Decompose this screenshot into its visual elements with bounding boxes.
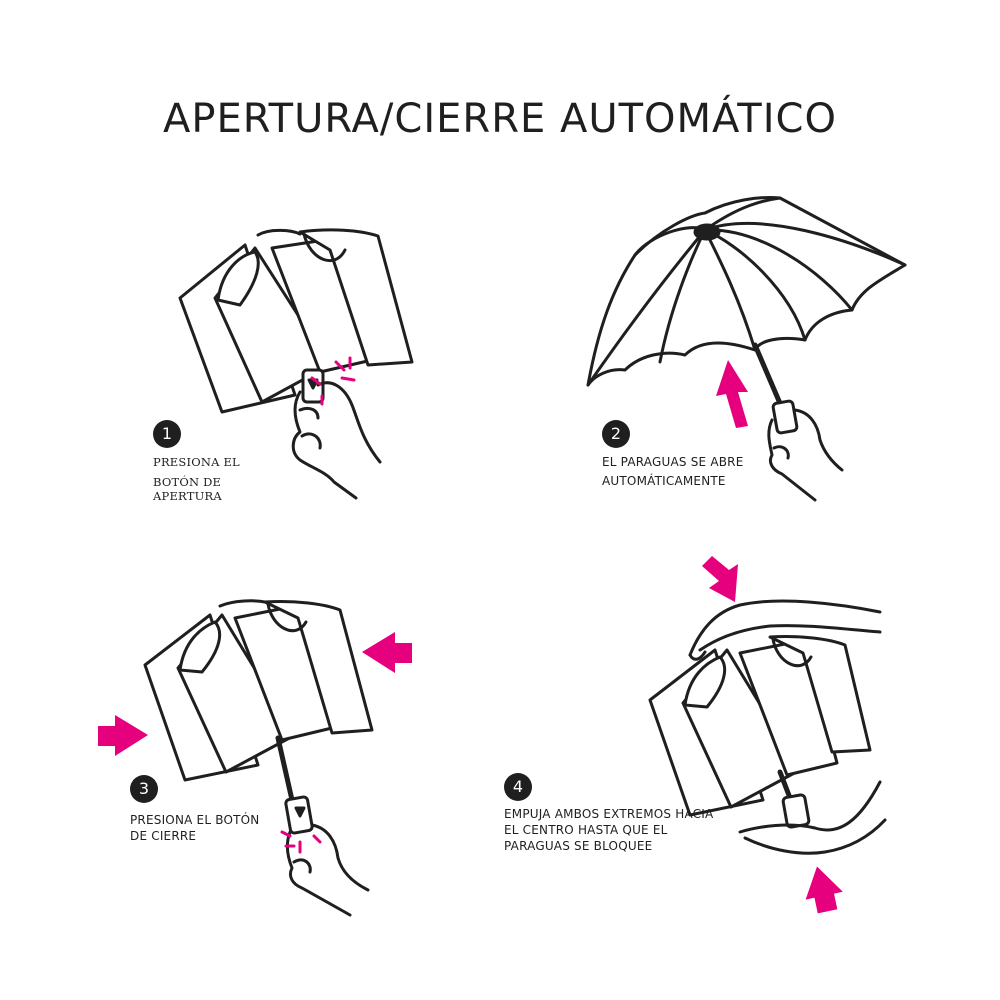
step-4-line-3: PARAGUAS SE BLOQUEE xyxy=(504,839,653,853)
step-4-line-2: EL CENTRO HASTA QUE EL xyxy=(504,823,668,837)
hand-icon xyxy=(291,381,382,500)
step-4-caption: EMPUJA AMBOS EXTREMOS HACIA EL CENTRO HA… xyxy=(504,806,713,854)
arrow-up-icon xyxy=(805,866,843,914)
page-title: APERTURA/CIERRE AUTOMÁTICO xyxy=(163,96,837,142)
hand-icon xyxy=(738,780,887,855)
press-marks-icon xyxy=(310,356,356,406)
hand-icon xyxy=(285,823,370,917)
hand-icon xyxy=(767,408,844,502)
step-1-line-3: APERTURA xyxy=(153,489,222,503)
arrow-up-icon xyxy=(716,360,748,428)
step-2-line-1: EL PARAGUAS SE ABRE xyxy=(602,455,744,469)
step-3-caption: PRESIONA EL BOTÓN DE CIERRE xyxy=(130,812,259,844)
hand-icon xyxy=(688,599,882,661)
arrow-right-icon xyxy=(98,715,148,756)
folded-umbrella-icon xyxy=(143,599,374,835)
step-3-badge: 3 xyxy=(130,775,158,803)
step-1-line-2: BOTÓN DE xyxy=(153,475,222,489)
folded-umbrella-icon xyxy=(648,635,872,829)
folded-umbrella-icon xyxy=(178,228,414,414)
step-3-line-1: PRESIONA EL BOTÓN xyxy=(130,813,260,827)
step-1-caption: PRESIONA EL BOTÓN DE APERTURA xyxy=(153,454,240,504)
step-2-line-2: AUTOMÁTICAMENTE xyxy=(602,474,726,488)
arrow-icons xyxy=(98,360,843,914)
open-umbrella-icon xyxy=(586,196,907,435)
step-2-badge: 2 xyxy=(602,420,630,448)
step-1-line-1: PRESIONA EL xyxy=(153,455,240,469)
arrow-down-icon xyxy=(702,556,738,602)
step-2-caption: EL PARAGUAS SE ABRE AUTOMÁTICAMENTE xyxy=(602,454,744,489)
step-4-line-1: EMPUJA AMBOS EXTREMOS HACIA xyxy=(504,807,714,821)
press-marks-icon xyxy=(280,830,322,854)
step-1-badge: 1 xyxy=(153,420,181,448)
step-3-line-2: DE CIERRE xyxy=(130,829,197,843)
arrow-left-icon xyxy=(362,632,412,673)
step-4-badge: 4 xyxy=(504,773,532,801)
